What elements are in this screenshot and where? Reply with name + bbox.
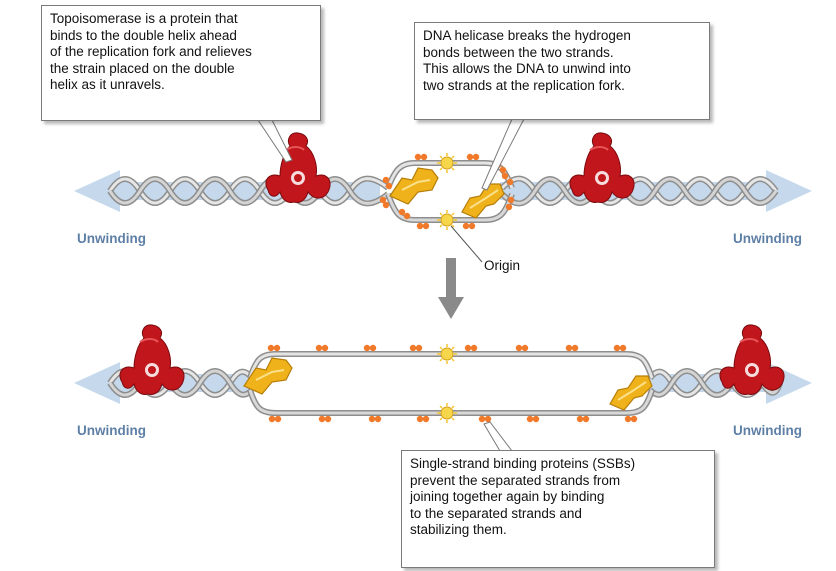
origin-marker-bottom-upper — [437, 344, 457, 364]
origin-marker-bottom-lower — [437, 403, 457, 423]
callout-line: of the replication fork and relieves — [50, 44, 252, 59]
unwinding-label-right-top: Unwinding — [733, 231, 802, 246]
process-arrow — [438, 258, 464, 319]
callout-line: helix as it unravels. — [50, 77, 165, 92]
unwinding-label-left-bottom: Unwinding — [77, 423, 146, 438]
callout-pointer-ssb — [483, 421, 514, 452]
callout-line: two strands at the replication fork. — [423, 77, 625, 93]
callout-line: prevent the separated strands from — [410, 472, 621, 488]
replication-bubble-bottom — [247, 351, 655, 416]
topoisomerase-callout: Topoisomerase is a protein that binds to… — [41, 5, 321, 121]
callout-line: binds to the double helix ahead — [50, 27, 237, 43]
top-stage — [74, 132, 812, 230]
topoisomerase-right-top — [569, 132, 635, 203]
callout-line: This allows the DNA to unwind into — [423, 61, 631, 76]
bottom-stage — [74, 324, 812, 423]
callout-line: Single-strand binding proteins (SSBs) — [410, 456, 636, 471]
origin-pointer-line — [450, 225, 483, 263]
topoisomerase-right-bottom — [719, 324, 785, 395]
ssb-group-top — [379, 153, 515, 230]
unwinding-label-left-top: Unwinding — [77, 231, 146, 246]
ssb-callout: Single-strand binding proteins (SSBs) pr… — [401, 450, 715, 568]
origin-marker-top-lower — [437, 210, 457, 230]
helicase-callout: DNA helicase breaks the hydrogen bonds b… — [414, 22, 710, 120]
helicase-right-bottom — [609, 375, 653, 411]
dna-helix-left-top — [107, 175, 390, 207]
callout-line: bonds between the two strands. — [423, 44, 614, 60]
dna-helix-right-top — [499, 175, 779, 207]
callout-pointer-topoisomerase — [257, 119, 293, 163]
origin-marker-top-upper — [437, 153, 457, 173]
helicase-left-bottom — [243, 357, 293, 395]
callout-line: to the separated strands and — [410, 505, 582, 521]
origin-label: Origin — [484, 258, 521, 273]
callout-line: the strain placed on the double — [50, 60, 235, 76]
callout-line: stabilizing them. — [410, 522, 507, 537]
ssb-group-bottom — [267, 344, 638, 423]
helicase-right-top — [461, 183, 505, 219]
unwinding-label-right-bottom: Unwinding — [733, 423, 802, 438]
callout-line: joining together again by binding — [410, 489, 605, 504]
callout-line: Topoisomerase is a protein that — [50, 11, 238, 26]
topoisomerase-left-bottom — [119, 324, 185, 395]
helicase-left-top — [389, 167, 439, 205]
callout-line: DNA helicase breaks the hydrogen — [423, 28, 631, 43]
